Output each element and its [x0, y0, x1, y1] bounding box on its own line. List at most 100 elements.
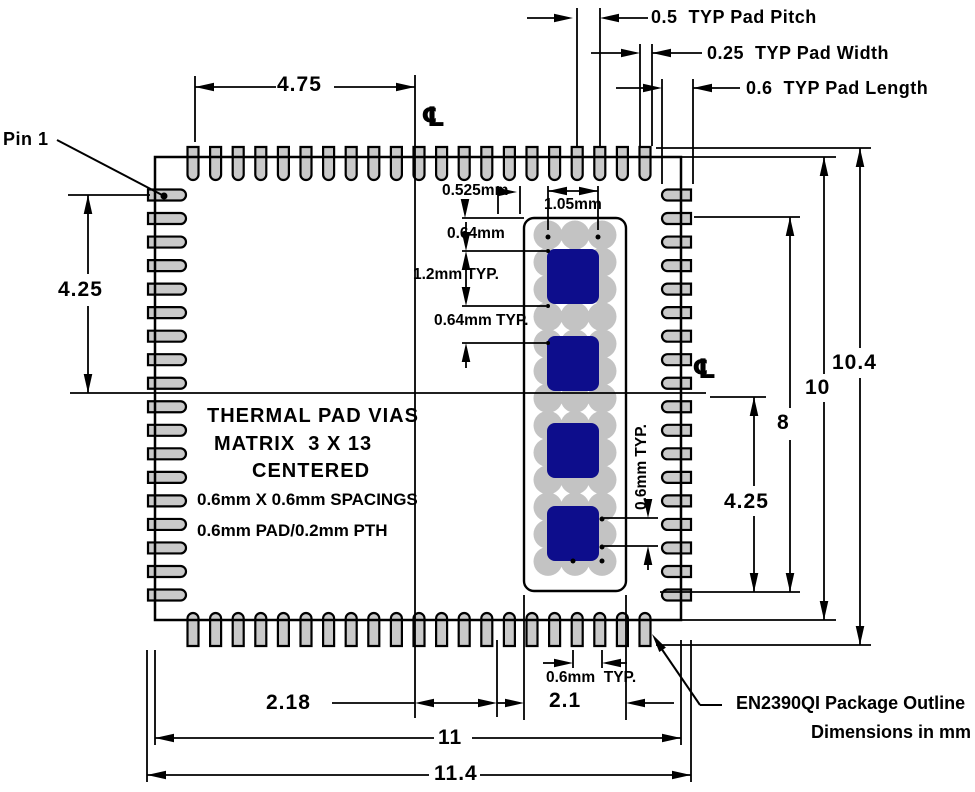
thermal-pad-square [547, 423, 599, 478]
arrowhead [505, 698, 524, 708]
pad-bottom [593, 611, 607, 648]
arrowhead [554, 13, 573, 23]
package-note-line1: EN2390QI Package Outline [736, 693, 966, 713]
arrowhead [478, 698, 497, 708]
dim-11: 11 [438, 726, 463, 749]
arrowhead [461, 232, 471, 251]
arrowhead [461, 287, 471, 306]
pad-top [186, 145, 200, 182]
pad-right [660, 541, 693, 555]
label-via-edge-gap: 0.64mm [447, 225, 505, 242]
arrowhead [554, 658, 573, 668]
pad-bottom [276, 611, 290, 648]
arrowhead [855, 626, 865, 645]
label-pad-width: 0.25 TYP Pad Width [707, 43, 890, 63]
arrowhead [461, 251, 471, 270]
dim-11-4: 11.4 [434, 762, 478, 785]
arrowhead [83, 374, 93, 393]
arrowhead [643, 499, 653, 518]
dim-4-25-right: 4.25 [724, 490, 769, 513]
pad-left [146, 447, 188, 461]
pad-top [299, 145, 313, 182]
pad-left [146, 282, 188, 296]
pad-top [344, 145, 358, 182]
pad-bottom [548, 611, 562, 648]
centerline-icon-top: ℄ [421, 102, 446, 133]
pad-top [638, 145, 652, 182]
pad-top [412, 145, 426, 182]
arrowhead [83, 195, 93, 214]
dim-10-4: 10.4 [832, 351, 877, 374]
arrowhead [785, 217, 795, 236]
pad-bottom [209, 611, 223, 648]
center-mark-dot [546, 304, 550, 308]
thermal-note-line2: MATRIX 3 X 13 [214, 433, 373, 455]
thermal-via [533, 302, 563, 332]
arrowhead [749, 573, 759, 592]
arrowhead [855, 148, 865, 167]
label-via-span: 1.05mm [544, 196, 602, 213]
center-mark-dot [545, 234, 551, 240]
note-leader-arrowhead [652, 634, 666, 652]
arrowhead [155, 733, 174, 743]
pad-left [146, 235, 188, 249]
pad-top [525, 145, 539, 182]
pad-left [146, 541, 188, 555]
dim-2-1: 2.1 [549, 689, 582, 712]
thermal-via [560, 220, 590, 250]
pad-left [146, 400, 188, 414]
pad-right [660, 329, 693, 343]
pad-right [660, 306, 693, 320]
pad-left [146, 353, 188, 367]
label-via-offset: 0.525mm [442, 182, 509, 199]
pad-right [660, 353, 693, 367]
pad-top [570, 145, 584, 182]
pad-top [457, 145, 471, 182]
pad-right [660, 235, 693, 249]
pad-left [146, 564, 188, 579]
arrowhead [579, 186, 598, 196]
pad-left [146, 588, 188, 602]
pad-right [660, 258, 693, 273]
label-pad-length: 0.6 TYP Pad Length [746, 78, 929, 98]
arrowhead [548, 186, 567, 196]
pad-bottom [186, 611, 200, 648]
pad-bottom [322, 611, 336, 648]
arrowhead [621, 48, 640, 58]
pad-top [615, 145, 629, 182]
pad-right [660, 211, 693, 226]
dim-2-18: 2.18 [266, 691, 311, 714]
thermal-pad-square [547, 336, 599, 391]
pad-top [389, 145, 403, 182]
thermal-pad-square [547, 249, 599, 304]
thermal-note-line4: 0.6mm X 0.6mm SPACINGS [197, 490, 418, 509]
pad-bottom [435, 611, 449, 648]
center-mark-dot [599, 558, 605, 564]
pad-right [660, 494, 693, 508]
thermal-pad-square [547, 506, 599, 561]
dim-4-75: 4.75 [277, 73, 322, 96]
pad-left [146, 470, 188, 484]
arrowhead [460, 199, 470, 218]
thermal-note-line1: THERMAL PAD VIAS [207, 405, 419, 427]
arrowhead [600, 13, 619, 23]
center-mark-dot [595, 234, 601, 240]
pad-right [660, 517, 693, 532]
arrowhead [415, 698, 434, 708]
pad-top [593, 145, 607, 182]
pad-bottom [570, 611, 584, 648]
arrowhead [819, 601, 829, 620]
pad-bottom [231, 611, 245, 648]
thermal-via [587, 220, 617, 250]
pad-bottom [412, 611, 426, 648]
arrowhead [461, 343, 471, 362]
label-square-height: 1.2mm TYP. [413, 266, 499, 283]
pad-bottom [457, 611, 471, 648]
center-mark-dot [546, 341, 550, 345]
thermal-via [560, 302, 590, 332]
pad-left [146, 423, 188, 437]
pad-right [660, 188, 693, 202]
pad-top [276, 145, 290, 182]
arrowhead [785, 573, 795, 592]
